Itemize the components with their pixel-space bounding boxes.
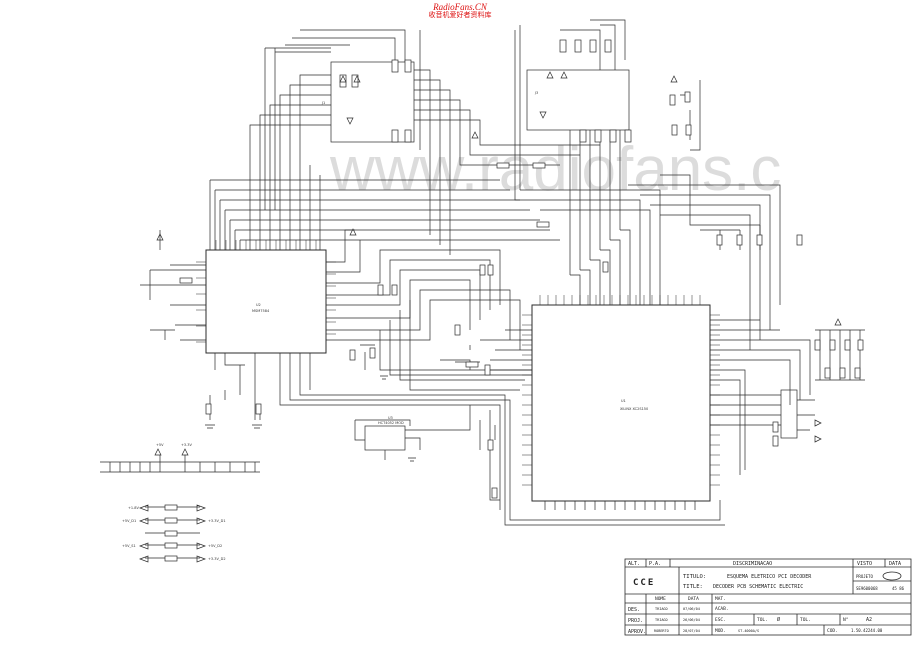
- power-label-5: +3.3V_D1: [208, 519, 226, 523]
- j1-ref: J1: [321, 101, 325, 105]
- tb-aprov-date: 28/07/04: [683, 629, 700, 633]
- components: [164, 39, 864, 562]
- tb-esc: ESC.: [715, 617, 726, 623]
- tb-title-value: DECODER PCB SCHEMATIC ELECTRIC: [713, 584, 803, 590]
- tb-visto: VISTO: [857, 561, 872, 567]
- connector-j3-box: [526, 69, 630, 131]
- tb-mod: MOD.: [715, 628, 726, 634]
- company-logo: CCE: [633, 578, 655, 588]
- site-subtitle: 收音机爱好者资料库: [428, 11, 492, 19]
- tb-data: DATA: [889, 561, 901, 567]
- power-label-3: +1.8V: [128, 506, 139, 510]
- u1-part: XILINX XC2S150: [620, 407, 648, 411]
- u3-part: HCT4052 MOD: [378, 421, 404, 425]
- power-label-6: +5V_S1: [122, 544, 136, 548]
- tb-tol: TOL.: [757, 617, 768, 623]
- tb-mod-value: ST-4000A/S: [738, 629, 759, 633]
- tb-des: DES.: [628, 607, 640, 613]
- tb-alt: ALT.: [628, 561, 640, 567]
- ic-u3-body: [364, 425, 406, 451]
- tb-tol2: TOL.: [800, 617, 811, 623]
- tb-aprov: APROV.: [628, 629, 646, 635]
- tb-proj-name: TRIAGO: [655, 618, 668, 622]
- fpga-u1-body: [531, 304, 711, 502]
- tb-titulo-value: ESQUEMA ELETRICO PCI DECODER: [727, 574, 812, 580]
- u1-pins: [196, 240, 720, 486]
- tb-proj: PROJ.: [628, 618, 643, 624]
- power-label-2: +3.3V: [181, 443, 192, 447]
- tb-nome: NOME: [655, 596, 666, 602]
- tb-projeto: PROJETO: [856, 574, 873, 579]
- u2-ref: U2: [256, 303, 261, 307]
- power-symbols: [139, 71, 842, 563]
- title-block: ALT. P.A. DISCRIMINACAO VISTO DATA CCE T…: [624, 558, 912, 636]
- u1-ref: U1: [621, 399, 626, 403]
- tb-disc: DISCRIMINACAO: [733, 561, 772, 567]
- power-label-4: +5V_D1: [122, 519, 136, 523]
- connector-j1-box: [330, 61, 415, 143]
- watermark-text: www.radiofans.c: [329, 135, 781, 204]
- ic-u2-body: [205, 249, 327, 354]
- tb-tol-symbol: Ø: [777, 616, 780, 623]
- power-label-7: +5V_D2: [208, 544, 222, 548]
- tb-mat: MAT.: [715, 596, 726, 602]
- u3-ref: U3: [388, 416, 393, 420]
- tb-size: A2: [866, 617, 872, 623]
- u2-part: MSM7584: [252, 309, 270, 313]
- connector-side-box: [780, 389, 798, 439]
- power-label-8: +3.3V_D2: [208, 557, 226, 561]
- tb-des-date: 07/06/04: [683, 607, 700, 611]
- tb-proj-date: 26/06/04: [683, 618, 700, 622]
- tb-des-name: TRIAGO: [655, 607, 668, 611]
- power-label-1: +5V: [156, 443, 164, 447]
- tb-pa: P.A.: [649, 561, 661, 567]
- tb-sheet-code: SE9600068: [856, 586, 878, 591]
- site-title: RadioFans.CN: [433, 2, 487, 12]
- tb-data-col: DATA: [688, 596, 699, 602]
- tb-cod-value: 1.50.42244.00: [851, 628, 883, 633]
- tb-sheet-no: 45 86: [892, 586, 905, 591]
- tb-n: N°: [843, 617, 849, 623]
- tb-aprov-name: ROBERTO: [654, 629, 669, 633]
- tb-acab: ACAB.: [715, 606, 729, 612]
- tb-title-label: TITLE:: [683, 584, 703, 590]
- j3-ref: J3: [534, 91, 538, 95]
- tb-titulo-label: TITULO:: [683, 574, 706, 580]
- tb-cod: COD.: [827, 628, 838, 634]
- wiring: [100, 19, 865, 559]
